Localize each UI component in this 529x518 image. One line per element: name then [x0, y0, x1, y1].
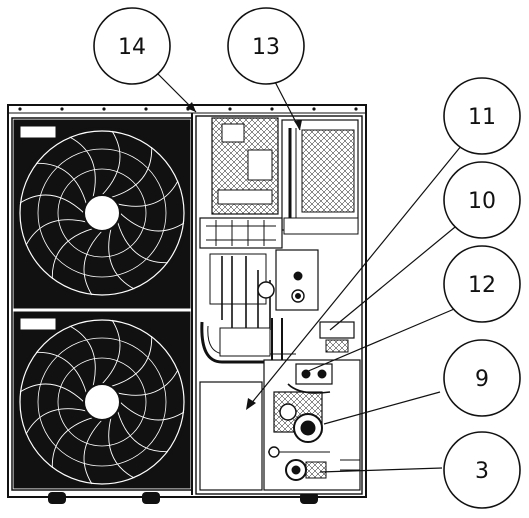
callout-13: 13 [227, 7, 305, 85]
leader-12 [305, 303, 467, 373]
callout-12-label: 12 [468, 273, 496, 298]
callout-12: 12 [443, 245, 521, 323]
upper-fan-icon [15, 126, 189, 300]
callout-14-label: 14 [118, 35, 146, 60]
lower-left-cover [199, 381, 263, 491]
callout-11: 11 [443, 77, 521, 155]
callout-3: 3 [443, 431, 521, 509]
callout-3-label: 3 [475, 459, 489, 484]
leader-lines [151, 67, 467, 473]
leader-10 [329, 217, 467, 331]
drain-filter [268, 446, 330, 481]
leader-11 [249, 139, 467, 406]
callout-9: 9 [443, 339, 521, 417]
callout-10-label: 10 [468, 189, 496, 214]
leader-arrowheads [186, 102, 302, 410]
service-compartment [195, 115, 363, 495]
valve-group [287, 363, 333, 394]
leader-14 [151, 67, 197, 113]
leader-3 [319, 467, 443, 473]
callout-11-label: 11 [468, 105, 496, 130]
callout-13-label: 13 [252, 35, 280, 60]
leader-9 [323, 391, 441, 425]
pump-assembly [273, 391, 323, 443]
callout-14: 14 [93, 7, 171, 85]
callout-9-label: 9 [475, 367, 489, 392]
lower-fan-icon [15, 315, 189, 489]
foot-left [48, 492, 66, 504]
foot-right [300, 492, 318, 504]
callout-10: 10 [443, 161, 521, 239]
terminal-strip [199, 217, 283, 249]
foot-mid [142, 492, 160, 504]
